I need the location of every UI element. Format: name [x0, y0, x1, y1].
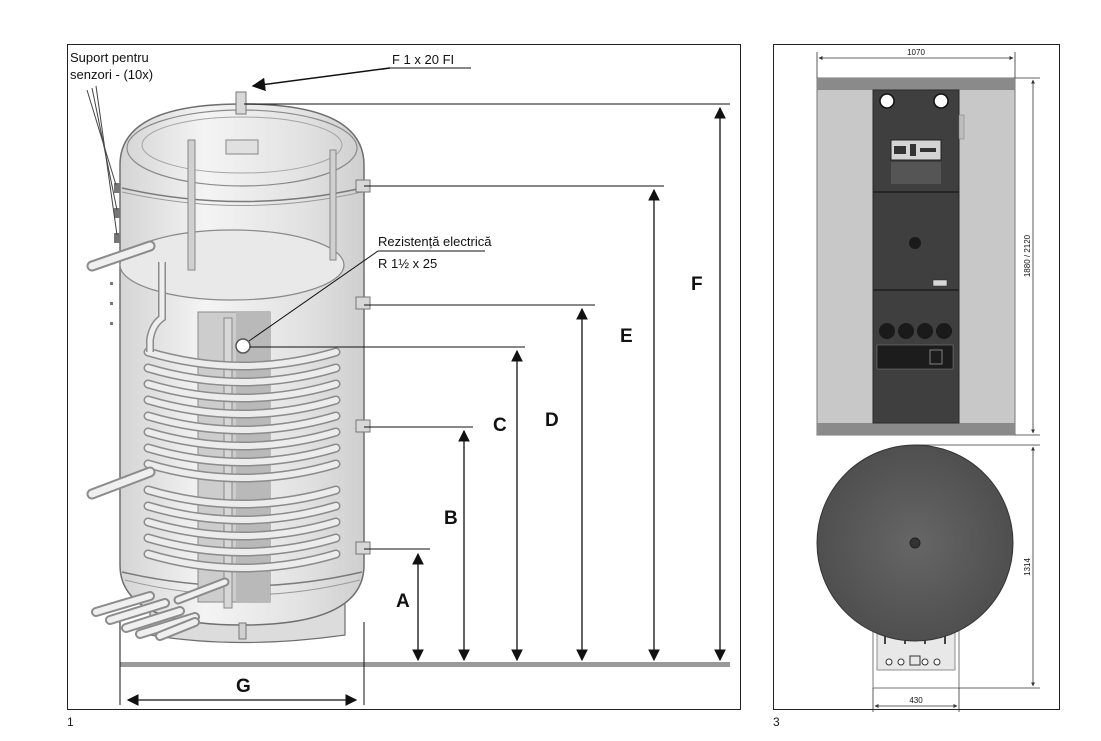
figure-number-left: 1	[67, 715, 74, 729]
front-dimension-lines	[816, 52, 1040, 436]
base-width-label: 430	[909, 696, 923, 705]
dim-label-b: B	[444, 508, 458, 529]
separator-disc	[119, 229, 345, 301]
top-connection-label: F 1 x 20 FI	[392, 52, 454, 67]
heating-coil	[143, 347, 341, 573]
sensor-label-line2: senzori - (10x)	[70, 67, 153, 82]
dim-label-e: E	[620, 326, 633, 347]
front-width-label: 1070	[907, 48, 925, 57]
top-dimension-lines	[872, 444, 1040, 712]
top-view	[816, 444, 1014, 689]
heater-port	[235, 338, 251, 354]
dim-label-d: D	[545, 410, 559, 431]
top-connection-stub	[235, 91, 247, 115]
left-pipes	[86, 240, 230, 641]
dim-label-a: A	[396, 591, 410, 612]
tank-illustration	[86, 91, 730, 667]
sensor-leaders	[86, 85, 118, 236]
front-view	[816, 77, 1016, 436]
dim-label-f: F	[691, 274, 703, 295]
floor-line	[120, 662, 730, 667]
dim-label-g: G	[236, 676, 251, 697]
dimension-reference-lines	[119, 103, 730, 705]
front-height-label: 1880 / 2120	[1023, 234, 1032, 277]
dimension-arrows	[126, 106, 726, 706]
top-diameter-label: 1314	[1023, 558, 1032, 576]
heater-label-line2: R 1½ x 25	[378, 256, 437, 271]
sensor-holders	[110, 183, 120, 325]
sensor-label-line1: Suport pentru	[70, 50, 149, 65]
heater-label-line1: Rezistență electrică	[378, 234, 492, 249]
figure-number-right: 3	[773, 715, 780, 729]
dim-label-c: C	[493, 415, 507, 436]
right-ports	[355, 179, 371, 555]
